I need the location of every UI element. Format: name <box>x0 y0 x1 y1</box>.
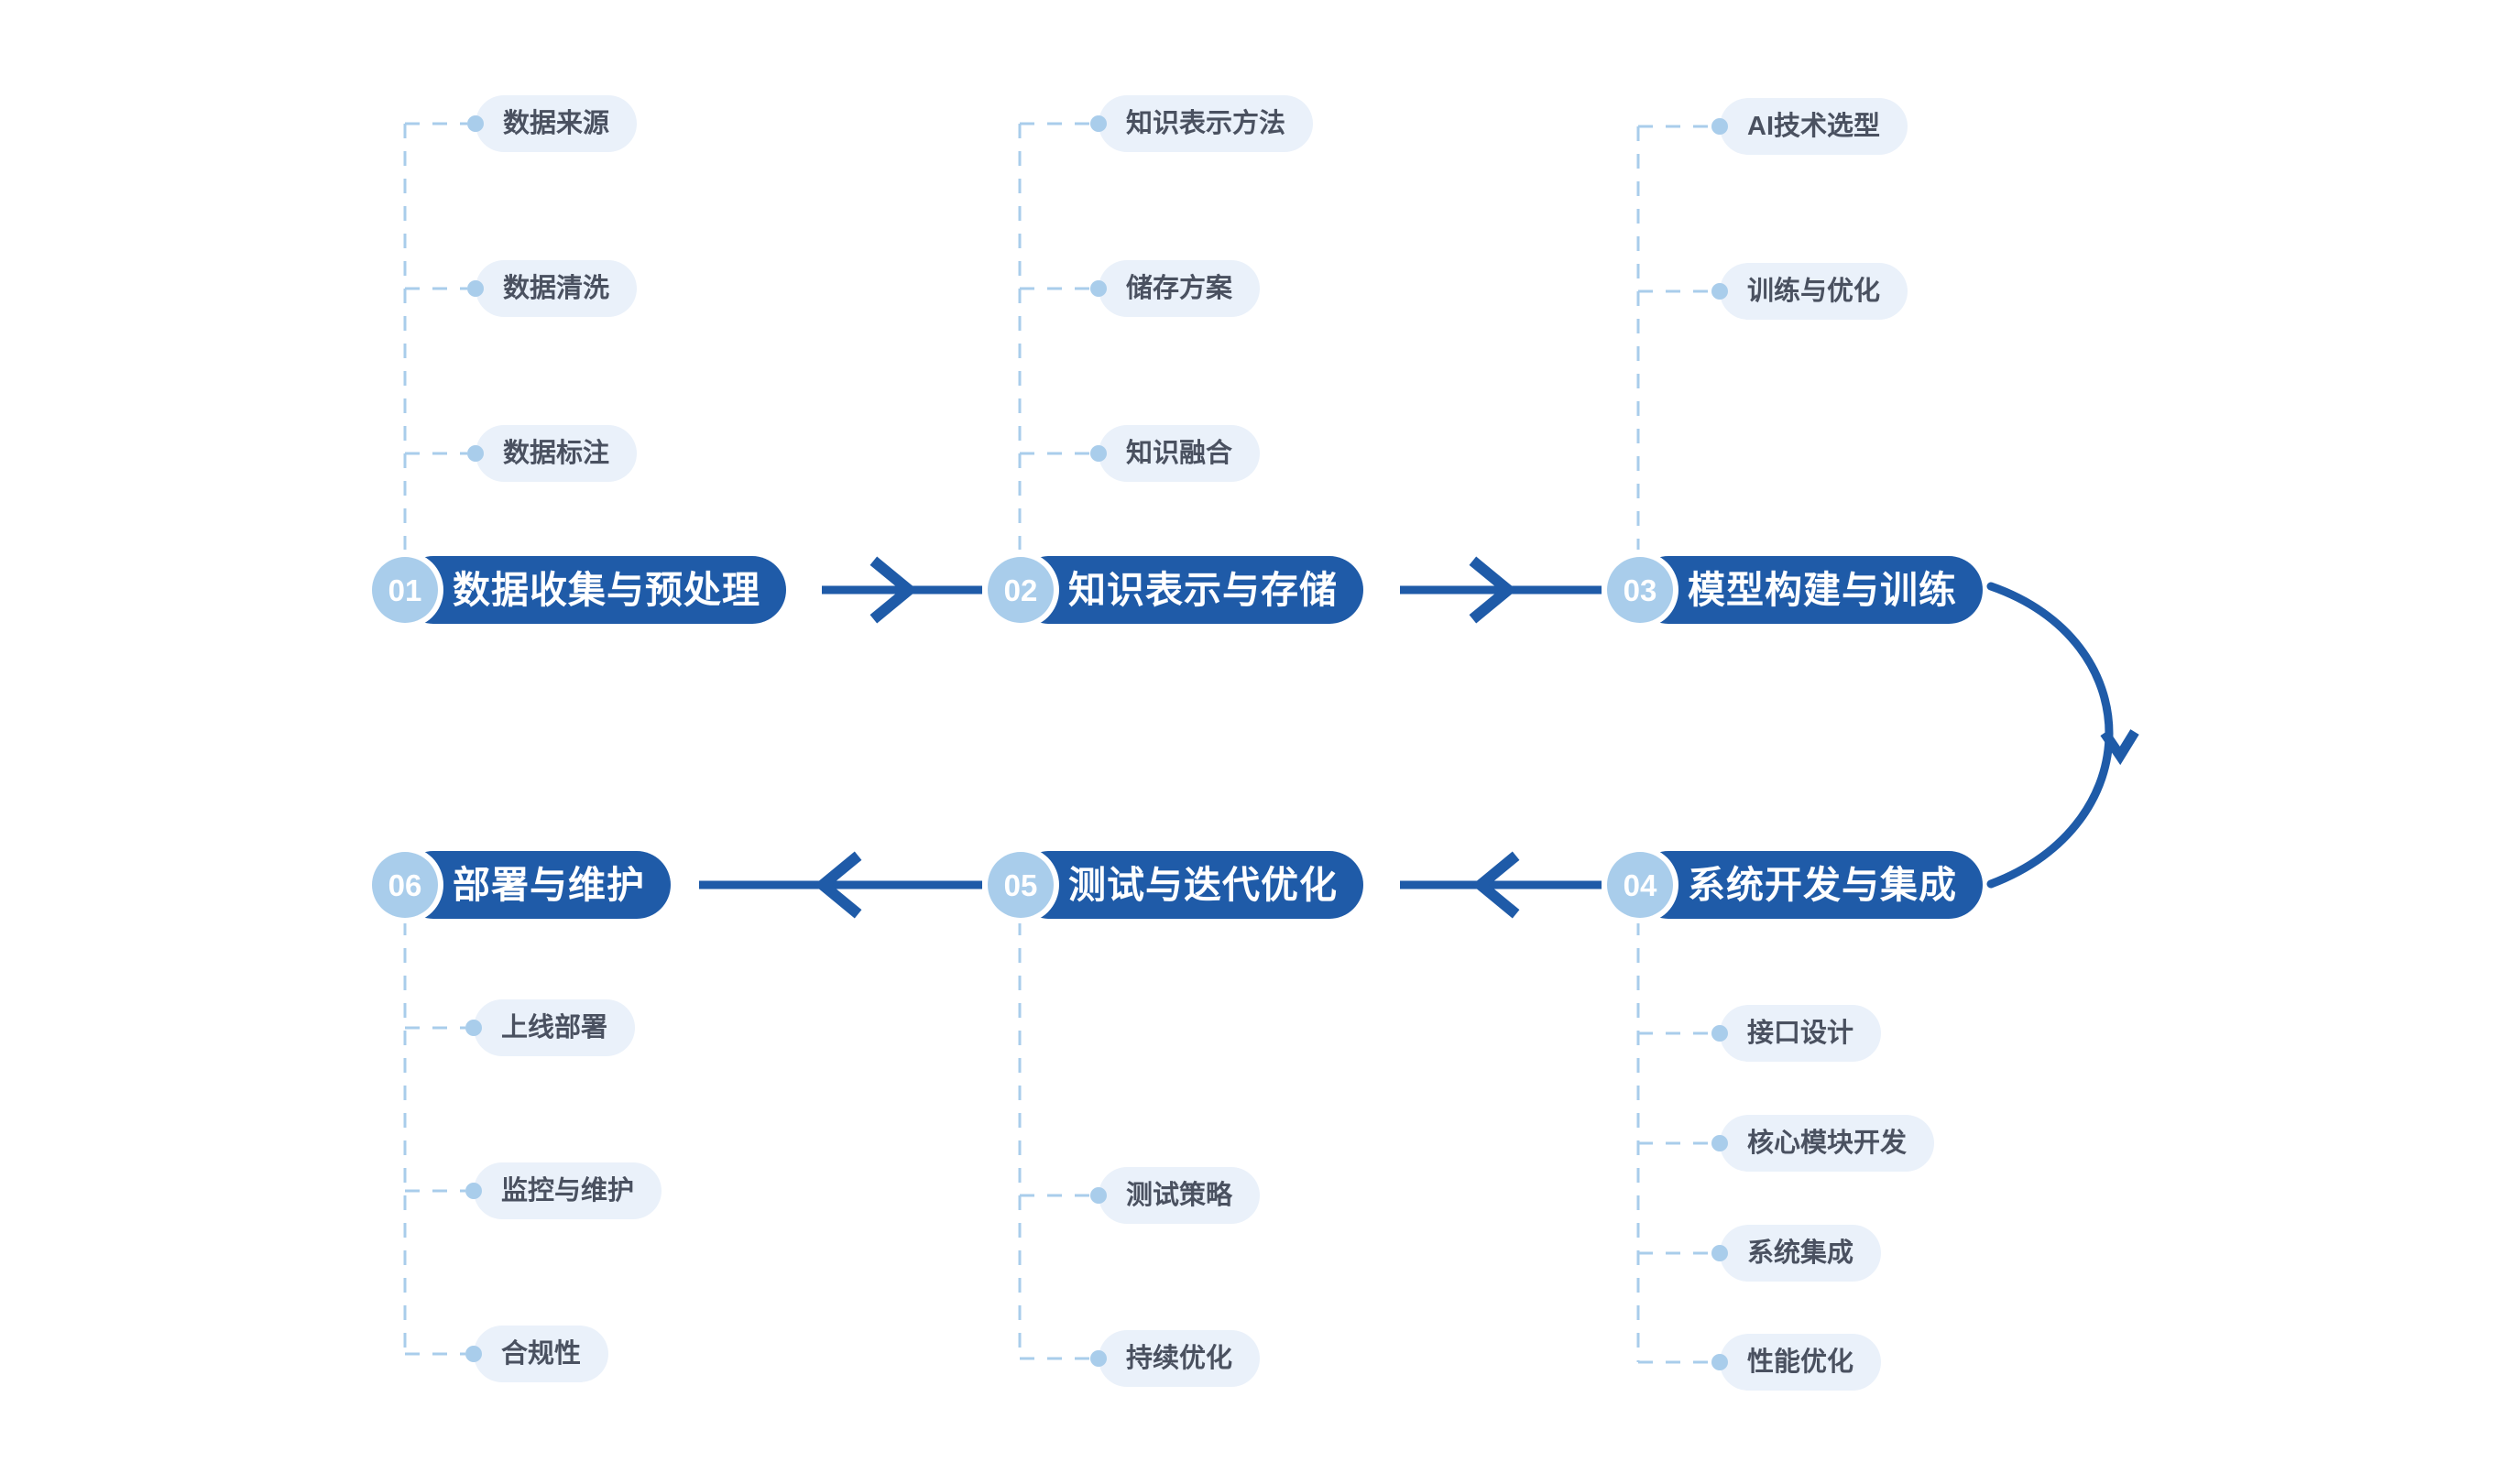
subitem-dot <box>1711 1354 1728 1370</box>
subitem-knowledge-fusion[interactable]: 知识融合 <box>1099 425 1261 482</box>
subitem-label: 上线部署 <box>501 1012 608 1042</box>
subitem-label: 监控与维护 <box>501 1175 635 1206</box>
subitem-label: 训练与优化 <box>1747 276 1881 306</box>
subitem-go-live-deployment[interactable]: 上线部署 <box>474 999 636 1056</box>
subitem-label: 储存方案 <box>1126 273 1233 303</box>
subitem-dot <box>1711 118 1728 135</box>
subitem-label: 数据标注 <box>503 438 610 468</box>
flow-arrow-01-to-02 <box>822 556 982 624</box>
subitem-dot <box>1090 445 1107 462</box>
subitem-label: 知识表示方法 <box>1126 108 1286 138</box>
stage-number-badge: 05 <box>982 846 1059 923</box>
dashed-branch-group-06 <box>403 921 465 1356</box>
subitem-label: 性能优化 <box>1747 1347 1854 1377</box>
subitem-ai-tech-selection[interactable]: AI技术选型 <box>1720 98 1908 155</box>
subitem-label: 持续优化 <box>1126 1343 1233 1373</box>
dashed-branch-group-03 <box>1636 125 1711 550</box>
subitem-data-annotation[interactable]: 数据标注 <box>476 425 638 482</box>
flow-arrow-05-to-06 <box>699 851 982 919</box>
stage-title: 知识表示与存储 <box>1068 568 1338 611</box>
stage-title: 模型构建与训练 <box>1688 568 1957 611</box>
subitem-compliance[interactable]: 合规性 <box>474 1326 609 1382</box>
subitem-performance-optimization[interactable]: 性能优化 <box>1720 1334 1882 1391</box>
flow-arrow-02-to-03 <box>1400 556 1602 624</box>
stage-bar: 知识表示与存储 <box>1015 556 1363 624</box>
dashed-branch-group-02 <box>1018 122 1090 550</box>
subitem-dot <box>1711 1245 1728 1261</box>
subitem-core-module-development[interactable]: 核心模块开发 <box>1720 1115 1935 1172</box>
subitem-dot <box>467 280 484 297</box>
stage-bar: 系统开发与集成 <box>1635 851 1983 919</box>
stage-number: 03 <box>1607 557 1673 623</box>
stage-number: 06 <box>372 852 438 918</box>
stage-number: 05 <box>988 852 1054 918</box>
subitem-dot <box>1090 280 1107 297</box>
dashed-branch-group-04 <box>1636 921 1711 1364</box>
subitem-dot <box>467 445 484 462</box>
stage-number-badge: 03 <box>1602 551 1678 628</box>
subitem-dot <box>1711 1025 1728 1042</box>
subitem-interface-design[interactable]: 接口设计 <box>1720 1005 1882 1062</box>
subitem-label: 核心模块开发 <box>1747 1128 1908 1158</box>
subitem-dot <box>1090 115 1107 132</box>
subitem-label: 数据清洗 <box>503 273 610 303</box>
subitem-label: 测试策略 <box>1126 1180 1233 1210</box>
subitem-dot <box>1711 283 1728 300</box>
stage-number-badge: 06 <box>366 846 443 923</box>
stage-number-badge: 02 <box>982 551 1059 628</box>
subitem-data-source[interactable]: 数据来源 <box>476 95 638 152</box>
subitem-continuous-optimization[interactable]: 持续优化 <box>1099 1330 1261 1387</box>
subitem-test-strategy[interactable]: 测试策略 <box>1099 1167 1261 1224</box>
flow-arrow-03-to-04-curve <box>1986 582 2139 889</box>
subitem-dot <box>1711 1135 1728 1151</box>
stage-number-badge: 04 <box>1602 846 1678 923</box>
stage-title: 数据收集与预处理 <box>453 568 760 611</box>
subitem-dot <box>465 1020 482 1036</box>
subitem-system-integration[interactable]: 系统集成 <box>1720 1225 1882 1282</box>
subitem-knowledge-representation[interactable]: 知识表示方法 <box>1099 95 1314 152</box>
stage-bar: 模型构建与训练 <box>1635 556 1983 624</box>
subitem-training-optimization[interactable]: 训练与优化 <box>1720 263 1908 320</box>
subitem-dot <box>467 115 484 132</box>
stage-number: 02 <box>988 557 1054 623</box>
subitem-monitoring-maintenance[interactable]: 监控与维护 <box>474 1162 662 1219</box>
subitem-label: AI技术选型 <box>1747 111 1881 141</box>
subitem-label: 数据来源 <box>503 108 610 138</box>
stage-bar: 部署与维护 <box>399 851 671 919</box>
subitem-label: 系统集成 <box>1747 1238 1854 1268</box>
stage-number: 04 <box>1607 852 1673 918</box>
dashed-branch-group-01 <box>403 122 467 550</box>
subitem-storage-plan[interactable]: 储存方案 <box>1099 260 1261 317</box>
subitem-data-cleaning[interactable]: 数据清洗 <box>476 260 638 317</box>
stage-number-badge: 01 <box>366 551 443 628</box>
subitem-dot <box>465 1183 482 1199</box>
subitem-label: 知识融合 <box>1126 438 1233 468</box>
subitem-dot <box>465 1346 482 1362</box>
flow-arrow-04-to-05 <box>1400 851 1602 919</box>
subitem-dot <box>1090 1187 1107 1204</box>
stage-bar: 测试与迭代优化 <box>1015 851 1363 919</box>
subitem-dot <box>1090 1350 1107 1367</box>
dashed-branch-group-05 <box>1018 921 1090 1360</box>
subitem-label: 合规性 <box>501 1338 582 1369</box>
subitem-label: 接口设计 <box>1747 1018 1854 1048</box>
stage-number: 01 <box>372 557 438 623</box>
stage-title: 系统开发与集成 <box>1688 863 1957 906</box>
stage-title: 测试与迭代优化 <box>1068 863 1338 906</box>
stage-bar: 数据收集与预处理 <box>399 556 786 624</box>
stage-title: 部署与维护 <box>453 863 645 906</box>
